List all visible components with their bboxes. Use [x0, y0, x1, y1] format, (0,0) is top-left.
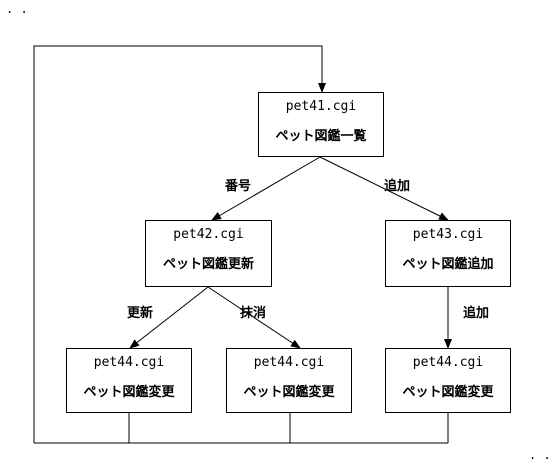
node-pet44-c-title: ペット図鑑変更 [402, 385, 494, 400]
edge-pet42-pet44-a [129, 286, 209, 349]
return-loop-line [33, 45, 326, 443]
edge-pet41-pet42 [211, 156, 321, 221]
node-pet44-a-file: pet44.cgi [93, 355, 165, 370]
edge-pet42-pet44-b [207, 286, 301, 349]
node-pet42-file: pet42.cgi [173, 227, 244, 242]
edge-label-pet43-pet44-c: 追加 [463, 306, 490, 321]
node-pet44-a-title: ペット図鑑変更 [83, 385, 175, 400]
node-pet42: pet42.cgi ペット図鑑更新 [145, 220, 272, 287]
edge-label-pet42-pet44-a: 更新 [127, 306, 154, 321]
node-pet44-c-file: pet44.cgi [412, 355, 484, 370]
edge-label-pet41-pet42: 番号 [225, 179, 252, 194]
node-pet44-b-file: pet44.cgi [253, 355, 325, 370]
corner-mark-bottom-right: . . [529, 448, 549, 462]
node-pet43: pet43.cgi ペット図鑑追加 [385, 220, 511, 287]
node-pet44-b: pet44.cgi ペット図鑑変更 [226, 348, 352, 413]
edge-pet41-pet43 [319, 156, 449, 221]
node-pet41-title: ペット図鑑一覧 [275, 129, 367, 144]
node-pet41: pet41.cgi ペット図鑑一覧 [258, 92, 384, 157]
node-pet44-c: pet44.cgi ペット図鑑変更 [385, 348, 511, 413]
node-pet41-file: pet41.cgi [285, 99, 357, 114]
node-pet42-title: ペット図鑑更新 [162, 257, 254, 272]
node-pet44-a: pet44.cgi ペット図鑑変更 [66, 348, 192, 413]
node-pet43-file: pet43.cgi [412, 227, 484, 242]
edge-label-pet42-pet44-b: 抹消 [240, 306, 267, 321]
edge-label-pet41-pet43: 追加 [384, 179, 411, 194]
node-pet44-b-title: ペット図鑑変更 [243, 385, 335, 400]
corner-mark-top-left: . . [6, 2, 28, 16]
node-pet43-title: ペット図鑑追加 [402, 257, 494, 272]
